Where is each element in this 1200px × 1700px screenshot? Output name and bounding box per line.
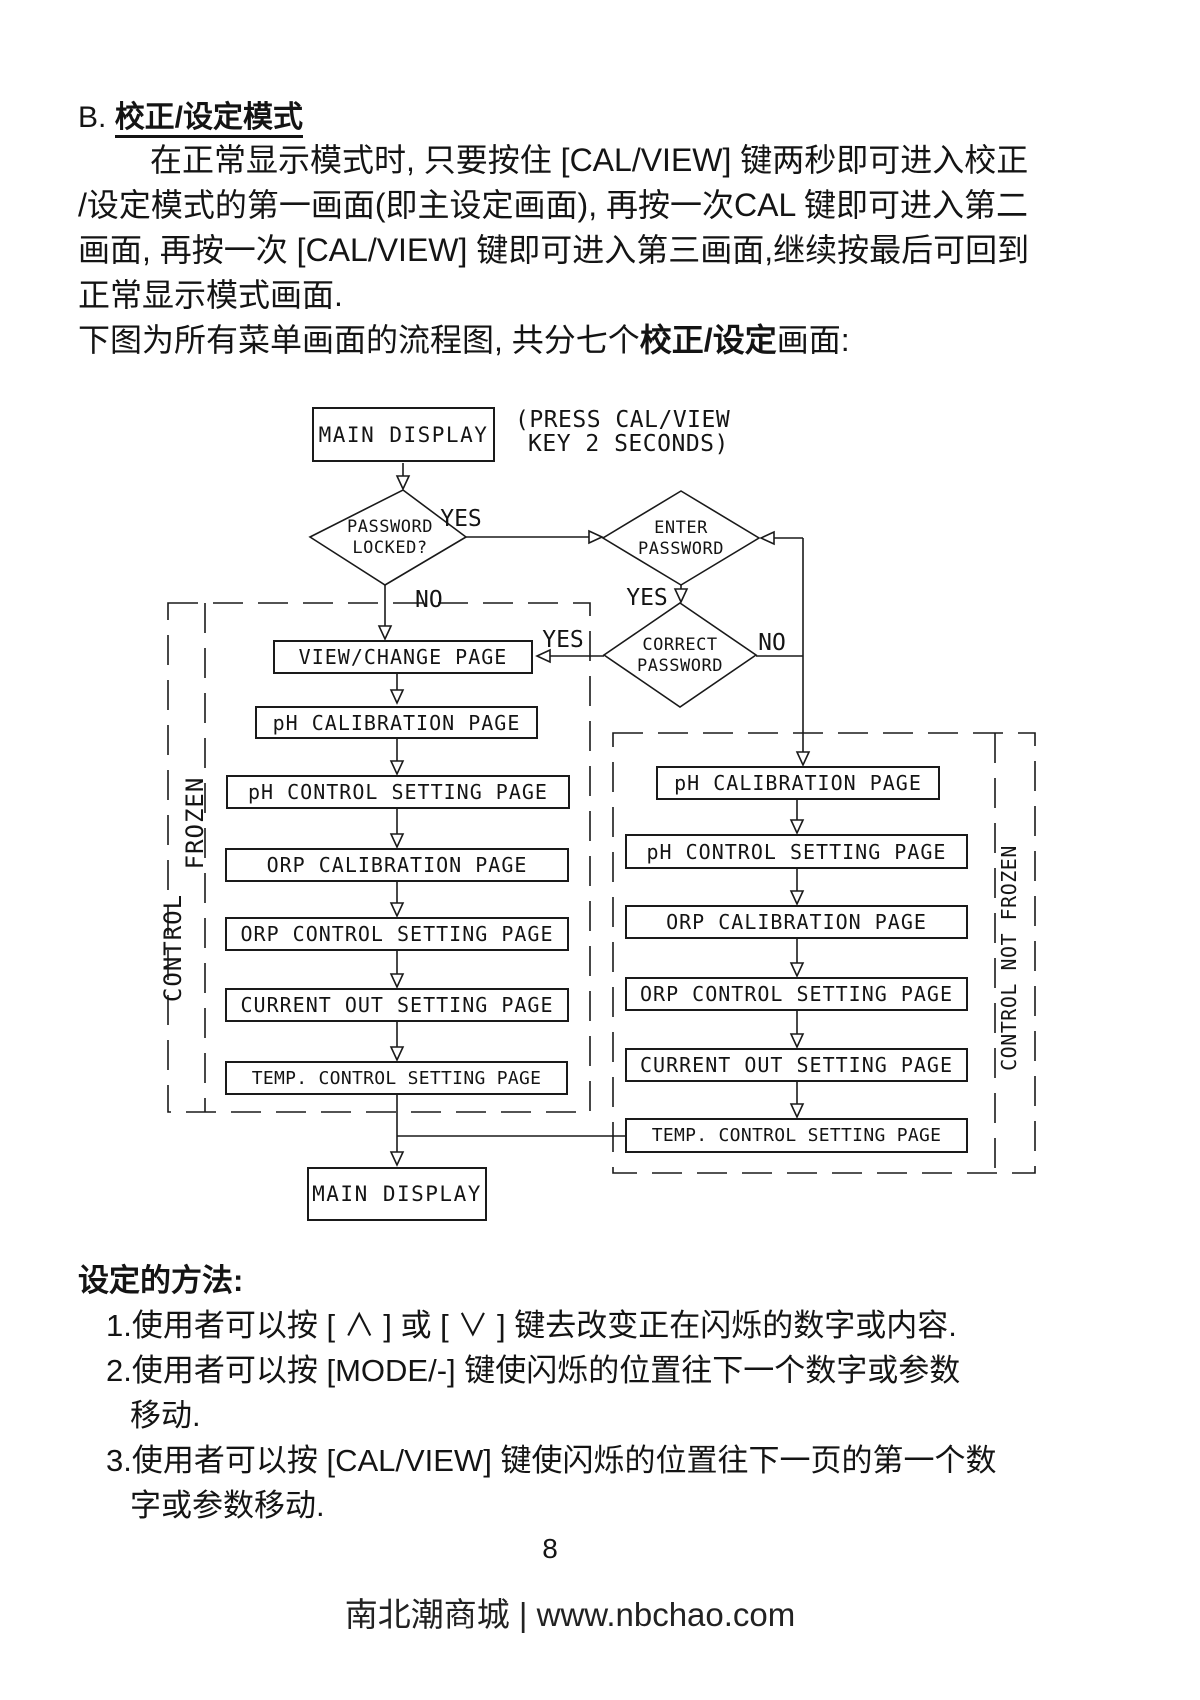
arrowhead-down	[389, 1046, 405, 1062]
correct-password-label: CORRECT	[642, 635, 717, 655]
flow-node-current-out-setting-left: CURRENT OUT SETTING PAGE	[225, 988, 569, 1022]
arrowhead-down	[795, 751, 811, 767]
no-label: NO	[415, 587, 443, 613]
page-title-underlined: 校正/设定模式	[114, 101, 304, 138]
enter-password-label: ENTER	[654, 518, 708, 538]
flow-node-temp-control-setting-right: TEMP. CONTROL SETTING PAGE	[625, 1118, 968, 1153]
arrowhead-right	[588, 529, 604, 545]
flow-node-main-display-top: MAIN DISPLAY	[312, 407, 495, 462]
method-section: 设定的方法: 1.使用者可以按 [ ∧ ] 或 [ ∨ ] 键去改变正在闪烁的数…	[78, 1258, 1078, 1528]
arrowhead-down	[377, 625, 393, 641]
yes-label: YES	[440, 506, 482, 532]
no-label: NO	[758, 630, 786, 656]
flow-node-temp-control-setting-left: TEMP. CONTROL SETTING PAGE	[225, 1061, 568, 1095]
arrowhead-left	[535, 648, 551, 664]
method-item-3-cont: 字或参数移动.	[130, 1488, 325, 1523]
press-key-note-line2: KEY 2 SECONDS)	[528, 431, 729, 457]
page-title-prefix: B.	[78, 101, 115, 134]
paragraph-line: /设定模式的第一画面(即主设定画面), 再按一次CAL 键即可进入第二	[78, 187, 1028, 223]
paragraph-line: 正常显示模式画面.	[78, 277, 343, 313]
flow-node-orp-calibration-left: ORP CALIBRATION PAGE	[225, 848, 569, 882]
arrowhead-down	[389, 1151, 405, 1167]
intro-post: 画面:	[776, 322, 850, 358]
arrowhead-down	[789, 1033, 805, 1049]
arrowhead-down	[395, 475, 411, 491]
region-label-control: CONTROL	[159, 894, 187, 1002]
password-locked-label: PASSWORD	[347, 517, 433, 537]
flow-node-main-display-bottom: MAIN DISPLAY	[307, 1167, 487, 1221]
paragraph-intro-line: 下图为所有菜单画面的流程图, 共分七个校正/设定画面:	[78, 318, 1063, 363]
method-heading: 设定的方法:	[78, 1263, 244, 1298]
correct-password-label: PASSWORD	[637, 656, 723, 676]
flow-node-ph-control-setting-right: pH CONTROL SETTING PAGE	[625, 834, 968, 869]
intro-paragraph: 在正常显示模式时, 只要按住 [CAL/VIEW] 键两秒即可进入校正 /设定模…	[78, 138, 1063, 363]
password-locked-decision	[308, 489, 468, 586]
region-label-control-not-frozen: CONTROL NOT FROZEN	[997, 845, 1021, 1071]
arrowhead-down	[789, 819, 805, 835]
arrowhead-left	[759, 530, 775, 546]
control-frozen-region-border	[167, 602, 591, 1113]
page-title: B. 校正/设定模式	[78, 92, 304, 138]
press-key-note-line1: (PRESS CAL/VIEW	[515, 407, 731, 433]
method-item-2-cont: 移动.	[130, 1398, 201, 1433]
flow-node-orp-control-setting-right: ORP CONTROL SETTING PAGE	[625, 977, 968, 1011]
flow-node-view-change-page: VIEW/CHANGE PAGE	[273, 640, 533, 674]
arrowhead-down	[389, 902, 405, 918]
method-item-2: 2.使用者可以按 [MODE/-] 键使闪烁的位置往下一个数字或参数	[106, 1353, 961, 1388]
method-item-3: 3.使用者可以按 [CAL/VIEW] 键使闪烁的位置往下一页的第一个数	[106, 1443, 997, 1478]
flow-node-ph-calibration-right: pH CALIBRATION PAGE	[656, 766, 940, 800]
arrowhead-down	[389, 833, 405, 849]
arrowhead-down	[389, 760, 405, 776]
password-locked-label: LOCKED?	[352, 538, 427, 558]
arrowhead-down	[389, 973, 405, 989]
flow-node-ph-control-setting-left: pH CONTROL SETTING PAGE	[226, 775, 570, 809]
yes-label: YES	[542, 627, 584, 653]
method-item-1: 1.使用者可以按 [ ∧ ] 或 [ ∨ ] 键去改变正在闪烁的数字或内容.	[106, 1308, 957, 1343]
arrowhead-down	[389, 689, 405, 705]
flow-node-current-out-setting-right: CURRENT OUT SETTING PAGE	[625, 1048, 968, 1082]
paragraph-line: 画面, 再按一次 [CAL/VIEW] 键即可进入第三画面,继续按最后可回到	[78, 232, 1030, 268]
footer-site: 南北潮商城 | www.nbchao.com	[344, 1596, 796, 1633]
enter-password-decision	[601, 490, 761, 586]
arrowhead-down	[789, 1103, 805, 1119]
correct-password-decision	[602, 602, 758, 708]
arrowhead-down	[789, 890, 805, 906]
arrowhead-down	[673, 588, 689, 604]
flow-node-ph-calibration-left: pH CALIBRATION PAGE	[255, 706, 538, 739]
arrowhead-down	[789, 962, 805, 978]
press-key-note: (PRESS CAL/VIEW KEY 2 SECONDS)	[515, 408, 730, 456]
page-number: 8	[542, 1533, 558, 1564]
flow-node-orp-control-setting-left: ORP CONTROL SETTING PAGE	[225, 917, 569, 951]
region-label-frozen: FROZEN	[181, 777, 209, 870]
flow-node-orp-calibration-right: ORP CALIBRATION PAGE	[625, 905, 968, 939]
control-not-frozen-region-border	[612, 732, 1036, 1174]
intro-pre: 下图为所有菜单画面的流程图, 共分七个	[78, 322, 640, 358]
intro-bold: 校正/设定	[639, 322, 777, 358]
paragraph-line: 在正常显示模式时, 只要按住 [CAL/VIEW] 键两秒即可进入校正	[150, 142, 1029, 178]
yes-label: YES	[626, 585, 668, 611]
enter-password-label: PASSWORD	[638, 539, 724, 559]
